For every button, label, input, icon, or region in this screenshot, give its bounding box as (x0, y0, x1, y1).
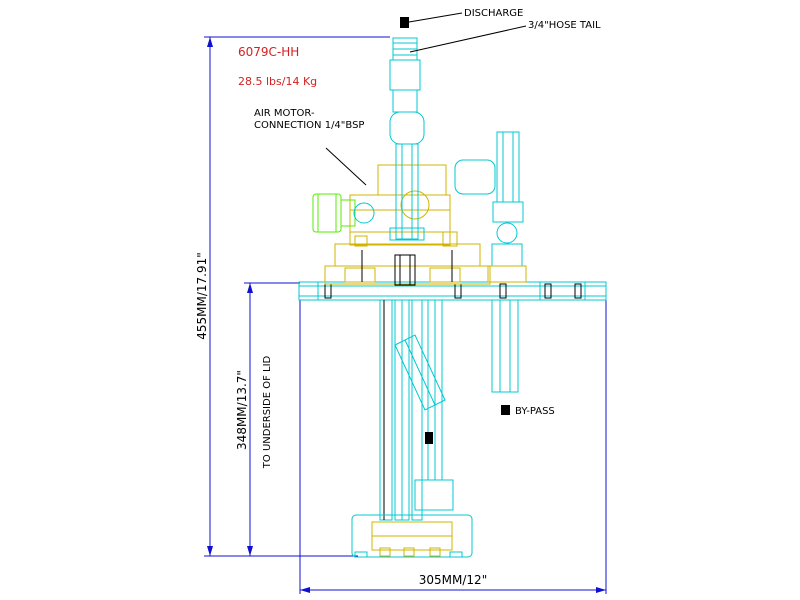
weight-label: 28.5 lbs/14 Kg (238, 75, 317, 88)
suction-tubes (379, 299, 454, 521)
lid-height-label: 348MM/13.7" (235, 370, 249, 450)
bypass-tube (491, 299, 519, 393)
air-motor-label-line1: AIR MOTOR- (254, 108, 315, 119)
bypass-marker (501, 405, 510, 415)
discharge-marker (400, 17, 409, 28)
lid-height-dimension (244, 282, 300, 556)
model-number: 6079C-HH (238, 45, 299, 59)
air-connector (312, 193, 375, 233)
manifold-block (324, 231, 491, 285)
hose-tail-label: 3/4"HOSE TAIL (528, 20, 601, 31)
bypass-label: BY-PASS (515, 406, 555, 417)
discharge-leader (408, 12, 463, 23)
lid-height-note: TO UNDERSIDE OF LID (262, 355, 273, 469)
bypass-valve-assembly (454, 131, 527, 283)
overall-height-dimension (204, 36, 390, 557)
discharge-label: DISCHARGE (464, 8, 523, 19)
width-dimension (299, 300, 607, 594)
pump-foot (351, 514, 473, 558)
hose-tail-leader (409, 25, 527, 53)
overall-height-label: 455MM/17.91" (195, 252, 209, 340)
width-label: 305MM/12" (419, 573, 487, 587)
air-motor-leader (325, 147, 367, 186)
angled-valve (394, 334, 446, 411)
lid-flange (298, 281, 607, 301)
discharge-column (389, 37, 425, 286)
air-motor-label-line2: CONNECTION 1/4"BSP (254, 120, 364, 131)
motor-housing (349, 164, 451, 246)
